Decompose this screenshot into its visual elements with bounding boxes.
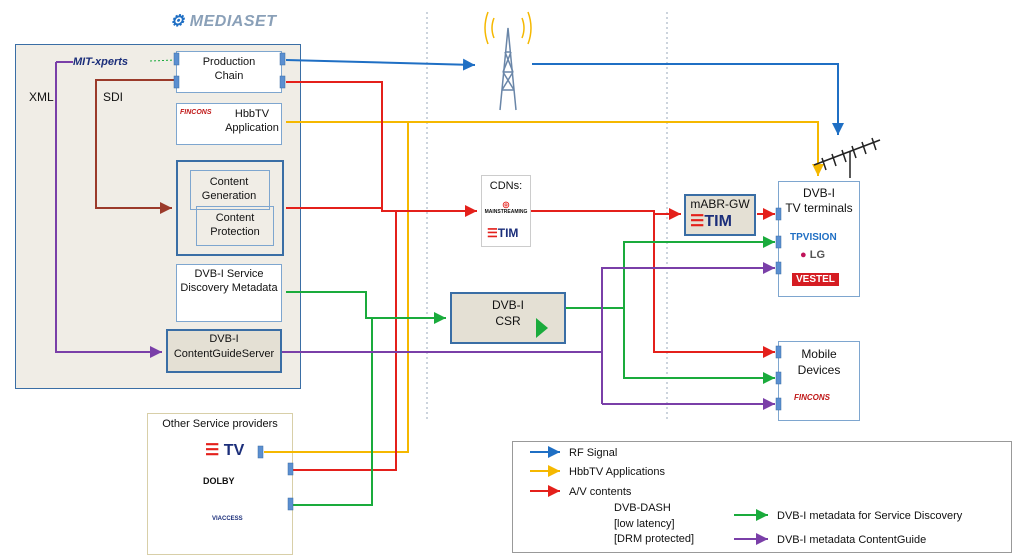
rf-line-2 bbox=[532, 63, 844, 135]
csr-line1: DVB-I bbox=[491, 298, 524, 312]
content-protection-label: Content Protection bbox=[210, 212, 260, 238]
dvbi-sd-box[interactable] bbox=[176, 264, 282, 322]
sd-line-1 bbox=[286, 291, 446, 324]
sd-line-4 bbox=[293, 318, 373, 506]
legend-rf: RF Signal bbox=[569, 447, 618, 459]
port-osp-2 bbox=[287, 462, 294, 476]
production-chain-label: Production Chain bbox=[202, 56, 256, 82]
port-mob-3 bbox=[775, 397, 782, 411]
lg-circle-icon: ● bbox=[800, 249, 807, 261]
tv-antenna-icon bbox=[813, 137, 881, 178]
cgs-line1: DVB-I bbox=[209, 333, 239, 345]
xml-label: XML bbox=[29, 90, 54, 104]
port-osp-1 bbox=[257, 445, 264, 459]
tim-tv-logo: ☰ TV bbox=[205, 442, 245, 459]
mit-arrow bbox=[149, 59, 177, 62]
port-tv-2 bbox=[775, 235, 782, 249]
tim-stripes-icon: ☰ bbox=[690, 213, 705, 230]
other-sp-label: Other Service providers bbox=[162, 418, 278, 430]
port-pc-r1 bbox=[279, 52, 286, 66]
content-outer-box[interactable] bbox=[176, 160, 284, 256]
viaccess-logo: VIACCESS bbox=[212, 516, 243, 522]
content-protection-box[interactable] bbox=[196, 206, 274, 246]
hbbtv-app-box[interactable] bbox=[176, 103, 282, 145]
mabr-gw-box[interactable] bbox=[684, 194, 756, 236]
legend-dash3: [DRM protected] bbox=[614, 533, 695, 545]
av-line-1 bbox=[286, 81, 383, 210]
csr-line2: CSR bbox=[495, 314, 521, 328]
hbbtv-line-1 bbox=[286, 121, 824, 176]
mediaset-logo: ⚙ MEDIASET bbox=[170, 13, 277, 30]
port-pc-l2 bbox=[173, 75, 180, 89]
port-pc-r2 bbox=[279, 75, 286, 89]
hbbtv-line-2 bbox=[264, 122, 409, 453]
port-tv-3 bbox=[775, 261, 782, 275]
rf-line-1 bbox=[285, 58, 476, 71]
mobile-fincons-logo: FINCONS bbox=[794, 393, 830, 402]
cdns-label: CDNs: bbox=[489, 180, 523, 192]
port-mob-1 bbox=[775, 345, 782, 359]
cg-line-3 bbox=[601, 262, 775, 404]
cdns-box[interactable] bbox=[481, 175, 531, 247]
dolby-logo: DOLBY bbox=[203, 476, 235, 486]
legend-dash1: DVB-DASH bbox=[614, 502, 671, 514]
lg-logo: ● LG bbox=[800, 249, 825, 261]
production-chain-box[interactable] bbox=[176, 51, 282, 93]
fincons-logo: FINCONS bbox=[180, 109, 212, 116]
content-generation-label: Content Generation bbox=[201, 176, 257, 202]
port-pc-l1 bbox=[173, 52, 180, 66]
cg-line-1 bbox=[55, 62, 162, 358]
sdi-line bbox=[95, 79, 176, 214]
tv-line1: DVB-I bbox=[802, 186, 835, 200]
ring-icon: ◎ bbox=[502, 200, 510, 209]
av-line-2 bbox=[286, 205, 477, 217]
cgs-line2: ContentGuideServer bbox=[173, 348, 275, 360]
av-line-3 bbox=[531, 210, 775, 358]
vestel-logo: VESTEL bbox=[792, 273, 839, 286]
legend-cg: DVB-I metadata ContentGuide bbox=[777, 534, 927, 546]
port-tv-1 bbox=[775, 207, 782, 221]
gear-icon: ⚙ bbox=[170, 13, 185, 30]
tpvision-logo: TPVISION bbox=[790, 232, 837, 243]
mobile-line2: Devices bbox=[797, 363, 841, 377]
mitxperts-logo: MIT-xperts bbox=[73, 56, 129, 68]
port-osp-3 bbox=[287, 497, 294, 511]
port-mob-2 bbox=[775, 371, 782, 385]
other-sp-box bbox=[147, 413, 293, 555]
sd-line-3 bbox=[623, 308, 775, 384]
legend-sd: DVB-I metadata for Service Discovery bbox=[777, 510, 963, 522]
broadcast-tower-icon bbox=[484, 11, 532, 111]
tim-stripes-icon: ☰ bbox=[205, 442, 220, 459]
sd-line-2 bbox=[566, 236, 775, 309]
mainstreaming-logo: ◎MAINSTREAMING bbox=[484, 200, 528, 215]
mabr-gw-label: mABR-GW bbox=[690, 197, 750, 211]
mabr-tim-logo: ☰TIM bbox=[690, 213, 732, 230]
cgs-box[interactable] bbox=[166, 329, 282, 373]
enensys-logo-icon bbox=[536, 318, 548, 338]
cdn-tim-logo: ☰TIM bbox=[487, 226, 519, 240]
legend-hbbtv: HbbTV Applications bbox=[569, 466, 665, 478]
av-line-6 bbox=[293, 211, 397, 471]
mobile-line1: Mobile bbox=[801, 347, 837, 361]
hbbtv-app-label: HbbTV Application bbox=[225, 108, 279, 134]
legend-av: A/V contents bbox=[569, 486, 632, 498]
content-generation-box[interactable] bbox=[190, 170, 270, 210]
legend-dash2: [low latency] bbox=[614, 518, 675, 530]
tv-line2: TV terminals bbox=[785, 201, 853, 215]
sdi-label: SDI bbox=[103, 90, 124, 104]
dvbi-sd-label: DVB-I Service Discovery Metadata bbox=[180, 268, 278, 294]
tim-stripes-icon: ☰ bbox=[487, 226, 498, 240]
